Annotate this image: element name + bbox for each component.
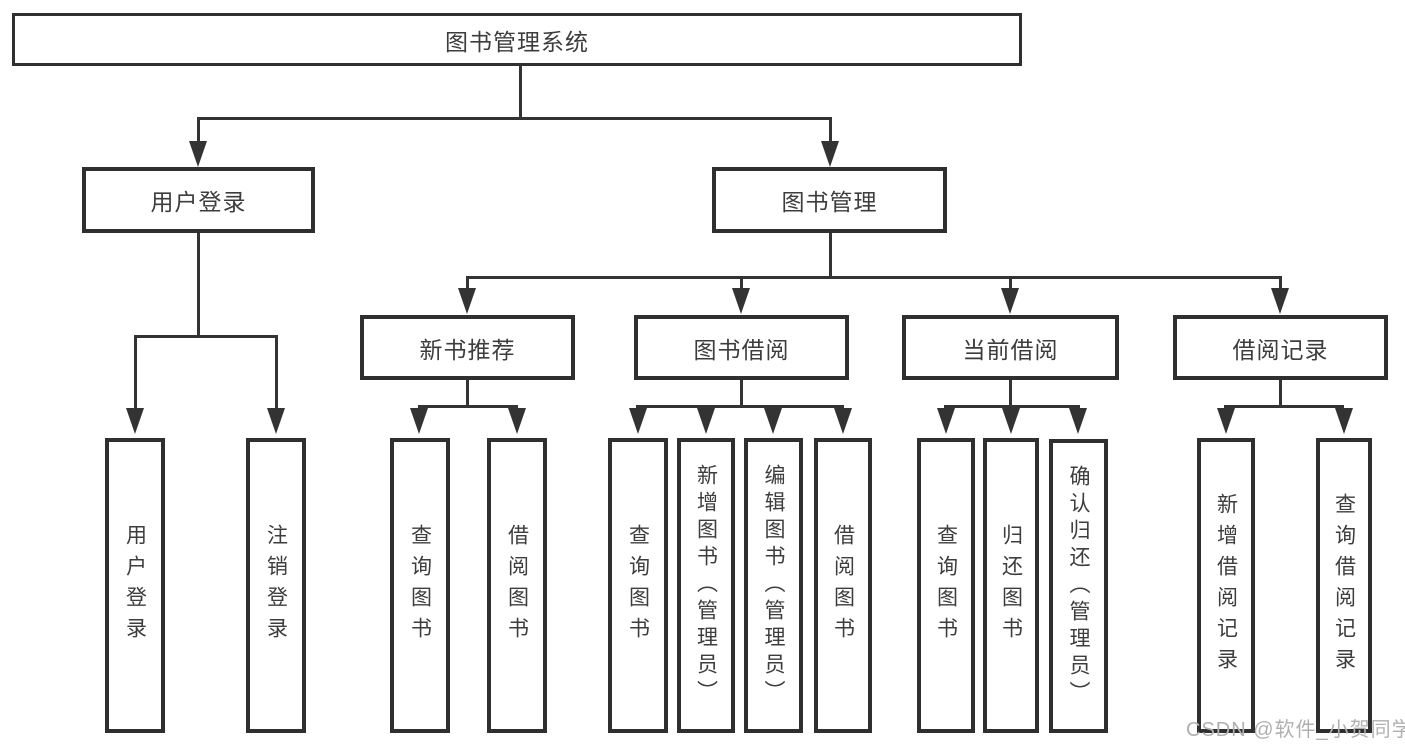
- connector-line: [418, 405, 518, 408]
- leaf-confirm-return-admin-label: 确认归还（管理员）: [1067, 464, 1090, 708]
- leaf-borrow-books-2: 借阅图书: [814, 438, 872, 733]
- arrow-down-icon: [1217, 408, 1235, 434]
- connector-line: [519, 65, 522, 119]
- node-borrowing-records-label: 借阅记录: [1232, 336, 1329, 363]
- leaf-query-books-2: 查询图书: [608, 438, 668, 733]
- node-user-login-label: 用户登录: [150, 189, 247, 215]
- leaf-query-books-2-label: 查询图书: [626, 523, 650, 648]
- arrow-down-icon: [629, 408, 647, 434]
- arrow-down-icon: [937, 408, 955, 434]
- connector-line: [944, 405, 1080, 408]
- connector-line: [466, 276, 1282, 279]
- connector-line: [1009, 276, 1012, 290]
- leaf-return-book-label: 归还图书: [999, 523, 1023, 648]
- leaf-query-borrow-record-label: 查询借阅记录: [1332, 492, 1356, 679]
- arrow-down-icon: [1001, 288, 1019, 314]
- leaf-add-borrow-record: 新增借阅记录: [1197, 438, 1255, 733]
- node-user-login: 用户登录: [82, 167, 315, 233]
- connector-line: [466, 380, 469, 408]
- connector-line: [1224, 405, 1344, 408]
- connector-line: [829, 233, 832, 276]
- leaf-return-book: 归还图书: [983, 438, 1039, 733]
- arrow-down-icon: [458, 288, 476, 314]
- arrow-down-icon: [189, 141, 207, 167]
- connector-line: [134, 335, 137, 410]
- node-new-book-recommend-label: 新书推荐: [419, 336, 516, 363]
- node-borrowing-records: 借阅记录: [1173, 315, 1388, 380]
- arrow-down-icon: [821, 141, 839, 167]
- connector-line: [197, 117, 832, 120]
- leaf-confirm-return-admin: 确认归还（管理员）: [1049, 439, 1108, 733]
- csdn-watermark: CSDN @软件_小贺同学: [1186, 719, 1405, 741]
- node-current-borrowing-label: 当前借阅: [962, 336, 1059, 363]
- leaf-query-books-1: 查询图书: [390, 438, 450, 733]
- arrow-down-icon: [1335, 408, 1353, 434]
- leaf-query-books-1-label: 查询图书: [408, 523, 432, 648]
- node-root: 图书管理系统: [12, 13, 1022, 66]
- leaf-borrow-books-1-label: 借阅图书: [505, 523, 529, 648]
- connector-line: [740, 276, 743, 290]
- leaf-logout-label: 注销登录: [264, 523, 288, 648]
- connector-line: [829, 117, 832, 145]
- connector-line: [740, 380, 743, 408]
- arrow-down-icon: [732, 288, 750, 314]
- leaf-borrow-books-1: 借阅图书: [487, 438, 547, 733]
- leaf-logout: 注销登录: [246, 438, 306, 733]
- node-book-borrowing: 图书借阅: [634, 315, 849, 380]
- leaf-user-login-label: 用户登录: [123, 523, 147, 648]
- arrow-down-icon: [1271, 288, 1289, 314]
- arrow-down-icon: [1002, 408, 1020, 434]
- arrow-down-icon: [508, 408, 526, 434]
- arrow-down-icon: [764, 408, 782, 434]
- connector-line: [275, 335, 278, 410]
- leaf-edit-book-admin: 编辑图书（管理员）: [744, 438, 803, 733]
- connector-line: [1009, 380, 1012, 408]
- node-root-label: 图书管理系统: [445, 28, 589, 55]
- leaf-add-book-admin-label: 新增图书（管理员）: [694, 464, 718, 707]
- arrow-down-icon: [1069, 408, 1087, 434]
- arrow-down-icon: [410, 408, 428, 434]
- leaf-query-books-3: 查询图书: [917, 438, 975, 733]
- leaf-add-book-admin: 新增图书（管理员）: [677, 438, 735, 733]
- connector-line: [197, 233, 200, 335]
- connector-line: [466, 276, 469, 290]
- node-book-management: 图书管理: [712, 167, 947, 233]
- connector-line: [636, 405, 844, 408]
- leaf-query-borrow-record: 查询借阅记录: [1316, 438, 1372, 733]
- node-book-management-label: 图书管理: [781, 189, 878, 215]
- connector-line: [1279, 380, 1282, 408]
- arrow-down-icon: [267, 408, 285, 434]
- leaf-borrow-books-2-label: 借阅图书: [831, 523, 855, 648]
- connector-line: [197, 117, 200, 145]
- arrow-down-icon: [126, 408, 144, 434]
- arrow-down-icon: [697, 408, 715, 434]
- leaf-add-borrow-record-label: 新增借阅记录: [1214, 492, 1238, 679]
- node-book-borrowing-label: 图书借阅: [693, 336, 790, 363]
- node-new-book-recommend: 新书推荐: [360, 315, 575, 380]
- leaf-query-books-3-label: 查询图书: [934, 523, 958, 648]
- leaf-user-login: 用户登录: [105, 438, 165, 733]
- leaf-edit-book-admin-label: 编辑图书（管理员）: [762, 464, 785, 707]
- connector-line: [134, 335, 278, 338]
- connector-line: [1279, 276, 1282, 290]
- node-current-borrowing: 当前借阅: [902, 315, 1119, 380]
- arrow-down-icon: [834, 408, 852, 434]
